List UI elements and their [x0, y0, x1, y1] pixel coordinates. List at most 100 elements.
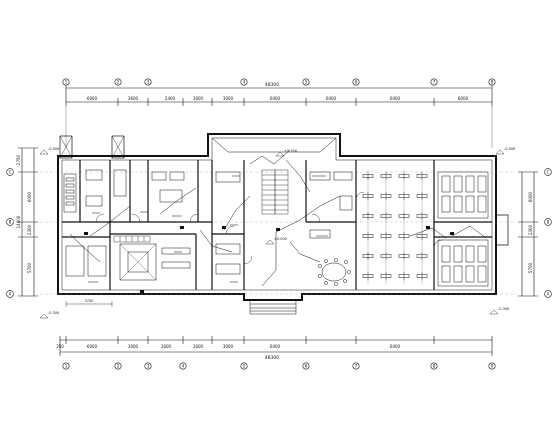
right-axis-bubbles: C B A	[544, 168, 552, 298]
axis-bubble-bottom-6: 6	[302, 362, 310, 370]
grid-lines	[40, 171, 516, 295]
svg-text:8: 8	[491, 80, 494, 85]
interior-walls	[62, 160, 492, 290]
top-dim-8: 6000	[390, 96, 401, 101]
axis-bubble-right-a: A	[544, 290, 552, 298]
right-dim-1: 6000	[528, 191, 533, 202]
axis-bubble-bottom-2: 2	[114, 362, 122, 370]
svg-text:7: 7	[433, 80, 436, 85]
axis-bubble-bottom-8: 8	[430, 362, 438, 370]
axis-bubble-bottom-7: 7	[352, 362, 360, 370]
toilet-block	[113, 235, 151, 243]
axis-bubble-top-2: 2	[114, 78, 122, 86]
svg-text:8: 8	[433, 364, 436, 369]
axis-bubble-left-b: B	[6, 218, 14, 226]
axis-bubble-top-3: 3	[144, 78, 152, 86]
meeting-room-table	[318, 258, 351, 286]
axis-bubble-top-7: 7	[430, 78, 438, 86]
elevation-label-top-right: -0.500	[504, 147, 515, 151]
bottom-axis-bubbles: 1 2 3 4 5 6 7 8 9	[62, 362, 496, 370]
top-axis-bubbles: 1 2 3 4 5 6 7 8	[62, 78, 496, 86]
elevation-label-bottom-right: -0.300	[498, 307, 509, 311]
svg-text:5: 5	[243, 364, 246, 369]
elevation-marks: -0.500 +2.700 -0.500 ±0.000 -0.300 -0.30…	[39, 147, 515, 319]
bottom-dim-1: 350	[56, 344, 64, 349]
svg-text:B: B	[547, 220, 550, 225]
building-outline	[57, 133, 509, 301]
axis-bubble-top-6: 6	[352, 78, 360, 86]
elevation-label-bottom-left: -0.300	[48, 311, 59, 315]
elevation-label-lobby: ±0.000	[274, 237, 287, 241]
axis-bubble-right-c: C	[544, 168, 552, 176]
svg-text:1: 1	[65, 364, 68, 369]
bottom-dim-7: 6000	[270, 344, 281, 349]
bottom-dim-4: 3000	[161, 344, 172, 349]
axis-bubble-left-a: A	[6, 290, 14, 298]
top-dim-5: 3000	[223, 96, 234, 101]
svg-text:7: 7	[355, 364, 358, 369]
axis-bubble-top-5: 5	[302, 78, 310, 86]
svg-text:1: 1	[65, 80, 68, 85]
top-dim-2: 3600	[128, 96, 139, 101]
svg-text:2: 2	[117, 80, 120, 85]
svg-text:4: 4	[243, 80, 246, 85]
equipment-racks	[437, 171, 489, 287]
elevation-label-top-left: -0.500	[48, 147, 59, 151]
svg-text:4: 4	[182, 364, 185, 369]
bottom-dim-8: 6000	[390, 344, 401, 349]
left-dimension-texts: 2750 6000 14000 2300 5700	[16, 154, 32, 273]
small-dimension	[65, 301, 113, 307]
light-fixture-grid	[362, 170, 428, 284]
left-axis-bubbles: C B A	[6, 168, 14, 298]
door-swings	[95, 191, 443, 265]
axis-bubble-bottom-5: 5	[240, 362, 248, 370]
top-dim-1: 6000	[87, 96, 98, 101]
right-dim-2: 2300	[528, 224, 533, 235]
svg-text:C: C	[9, 170, 12, 175]
left-dim-1: 2750	[16, 154, 21, 165]
overall-dimension-bottom: 48300	[265, 355, 279, 361]
axis-bubble-top-4: 4	[240, 78, 248, 86]
left-dim-4: 2300	[27, 224, 32, 235]
axis-bubble-left-c: C	[6, 168, 14, 176]
left-dim-2: 6000	[27, 191, 32, 202]
svg-text:A: A	[547, 292, 550, 297]
axis-bubble-right-b: B	[544, 218, 552, 226]
axis-bubble-bottom-9: 9	[488, 362, 496, 370]
axis-bubble-bottom-3: 3	[144, 362, 152, 370]
roof-shafts	[59, 135, 125, 159]
axis-bubble-top-8: 8	[488, 78, 496, 86]
overall-dimension-top: 48300	[265, 82, 279, 88]
axis-bubble-bottom-4: 4	[179, 362, 187, 370]
svg-text:6: 6	[355, 80, 358, 85]
panel-boxes	[84, 226, 454, 293]
bottom-dim-6: 3000	[223, 344, 234, 349]
svg-text:9: 9	[491, 364, 494, 369]
right-dimension-texts: 6000 2300 5700	[528, 191, 533, 273]
bottom-dimension-texts: 350 6000 3000 3000 3000 3000 6000 6000	[56, 344, 400, 349]
office-furniture-mid	[309, 171, 353, 239]
top-dim-7: 6000	[326, 96, 337, 101]
svg-text:6: 6	[305, 364, 308, 369]
top-dimension-texts: 6000 3600 2400 3000 3000 6000 6000 6000 …	[87, 96, 469, 101]
top-dim-4: 3000	[193, 96, 204, 101]
elevation-label-top-center: +2.700	[284, 149, 297, 153]
svg-text:C: C	[547, 170, 550, 175]
bottom-dimension-lines	[59, 336, 493, 356]
axis-bubble-top-1: 1	[62, 78, 70, 86]
right-dim-3: 5700	[528, 262, 533, 273]
left-dim-5: 5700	[27, 262, 32, 273]
svg-text:A: A	[9, 292, 12, 297]
svg-text:5: 5	[305, 80, 308, 85]
bottom-dim-5: 3000	[193, 344, 204, 349]
svg-text:2: 2	[117, 364, 120, 369]
stair	[261, 169, 289, 215]
room-label-marks	[88, 175, 328, 283]
svg-text:3: 3	[147, 364, 150, 369]
wiring-lines	[69, 149, 487, 287]
left-dim-3: 14000	[16, 215, 21, 228]
top-dim-9: 6000	[458, 96, 469, 101]
left-dimension-lines	[18, 147, 38, 297]
bottom-dim-2: 6000	[87, 344, 98, 349]
